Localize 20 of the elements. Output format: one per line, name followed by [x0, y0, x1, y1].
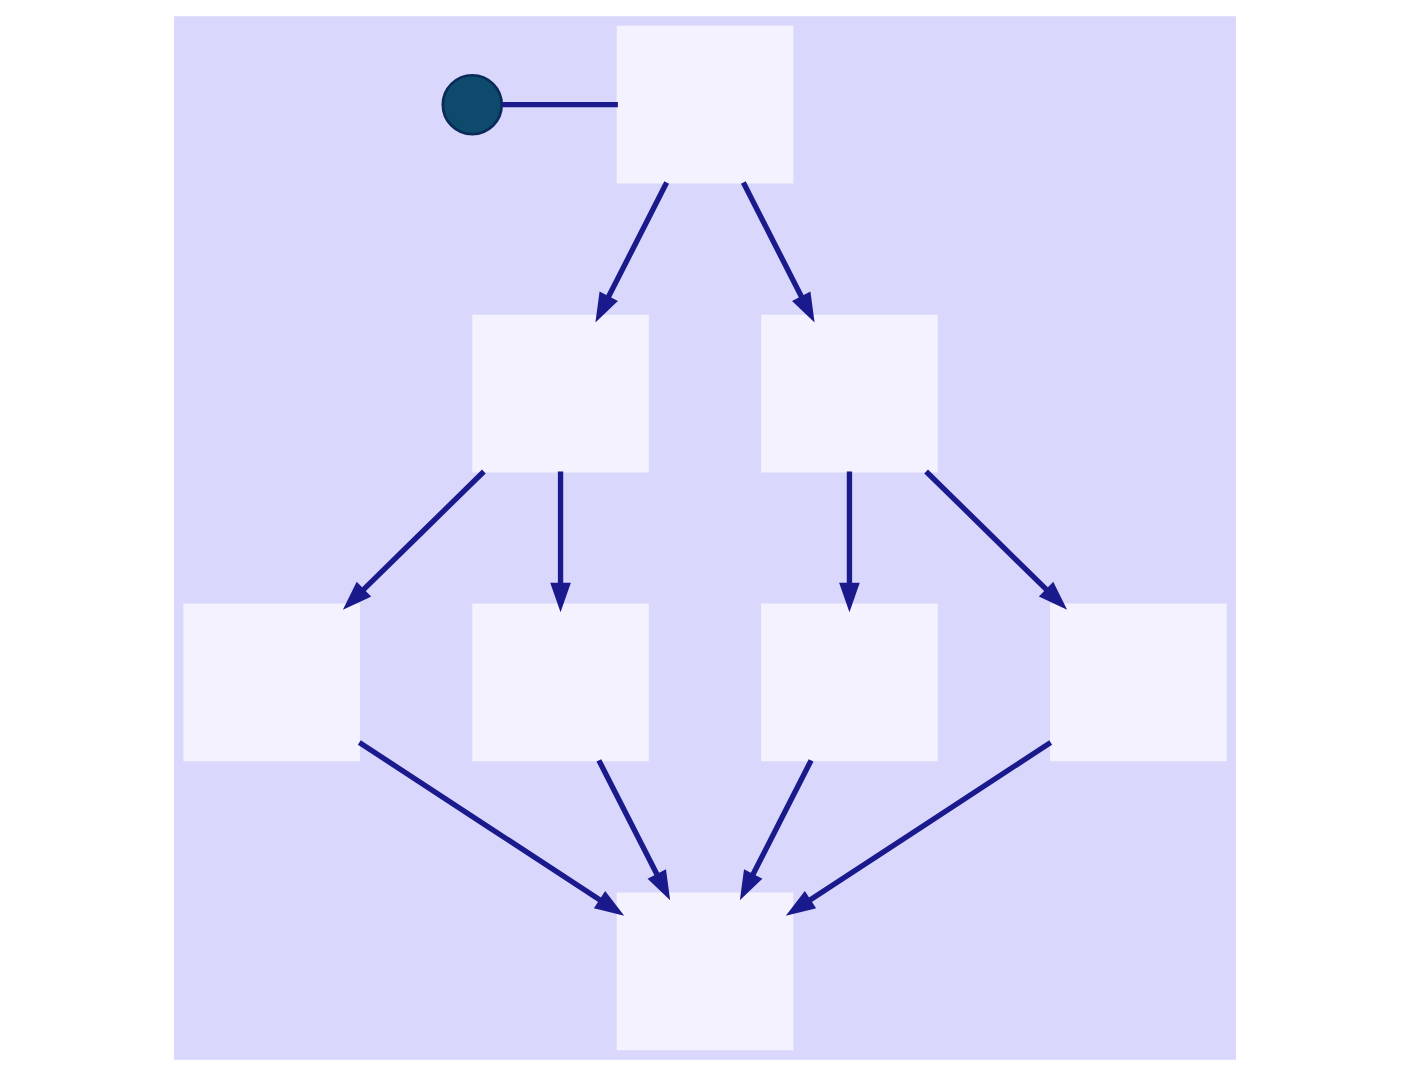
node-box — [472, 314, 649, 473]
node-box — [1050, 603, 1227, 762]
arrow — [357, 740, 625, 916]
arrow — [839, 471, 860, 613]
arrow — [739, 759, 814, 901]
arrow — [785, 740, 1053, 916]
node-box — [761, 314, 938, 473]
arrow — [740, 181, 815, 323]
node-box — [472, 603, 649, 762]
connector — [502, 101, 618, 108]
node-box — [616, 25, 794, 184]
node-circle — [441, 73, 504, 136]
arrow — [595, 181, 670, 323]
node-box — [183, 603, 360, 762]
arrow — [342, 469, 486, 610]
arrow — [550, 471, 571, 613]
arrow — [596, 759, 671, 901]
arrow — [924, 469, 1068, 610]
node-box — [761, 603, 938, 762]
node-box — [616, 892, 794, 1051]
